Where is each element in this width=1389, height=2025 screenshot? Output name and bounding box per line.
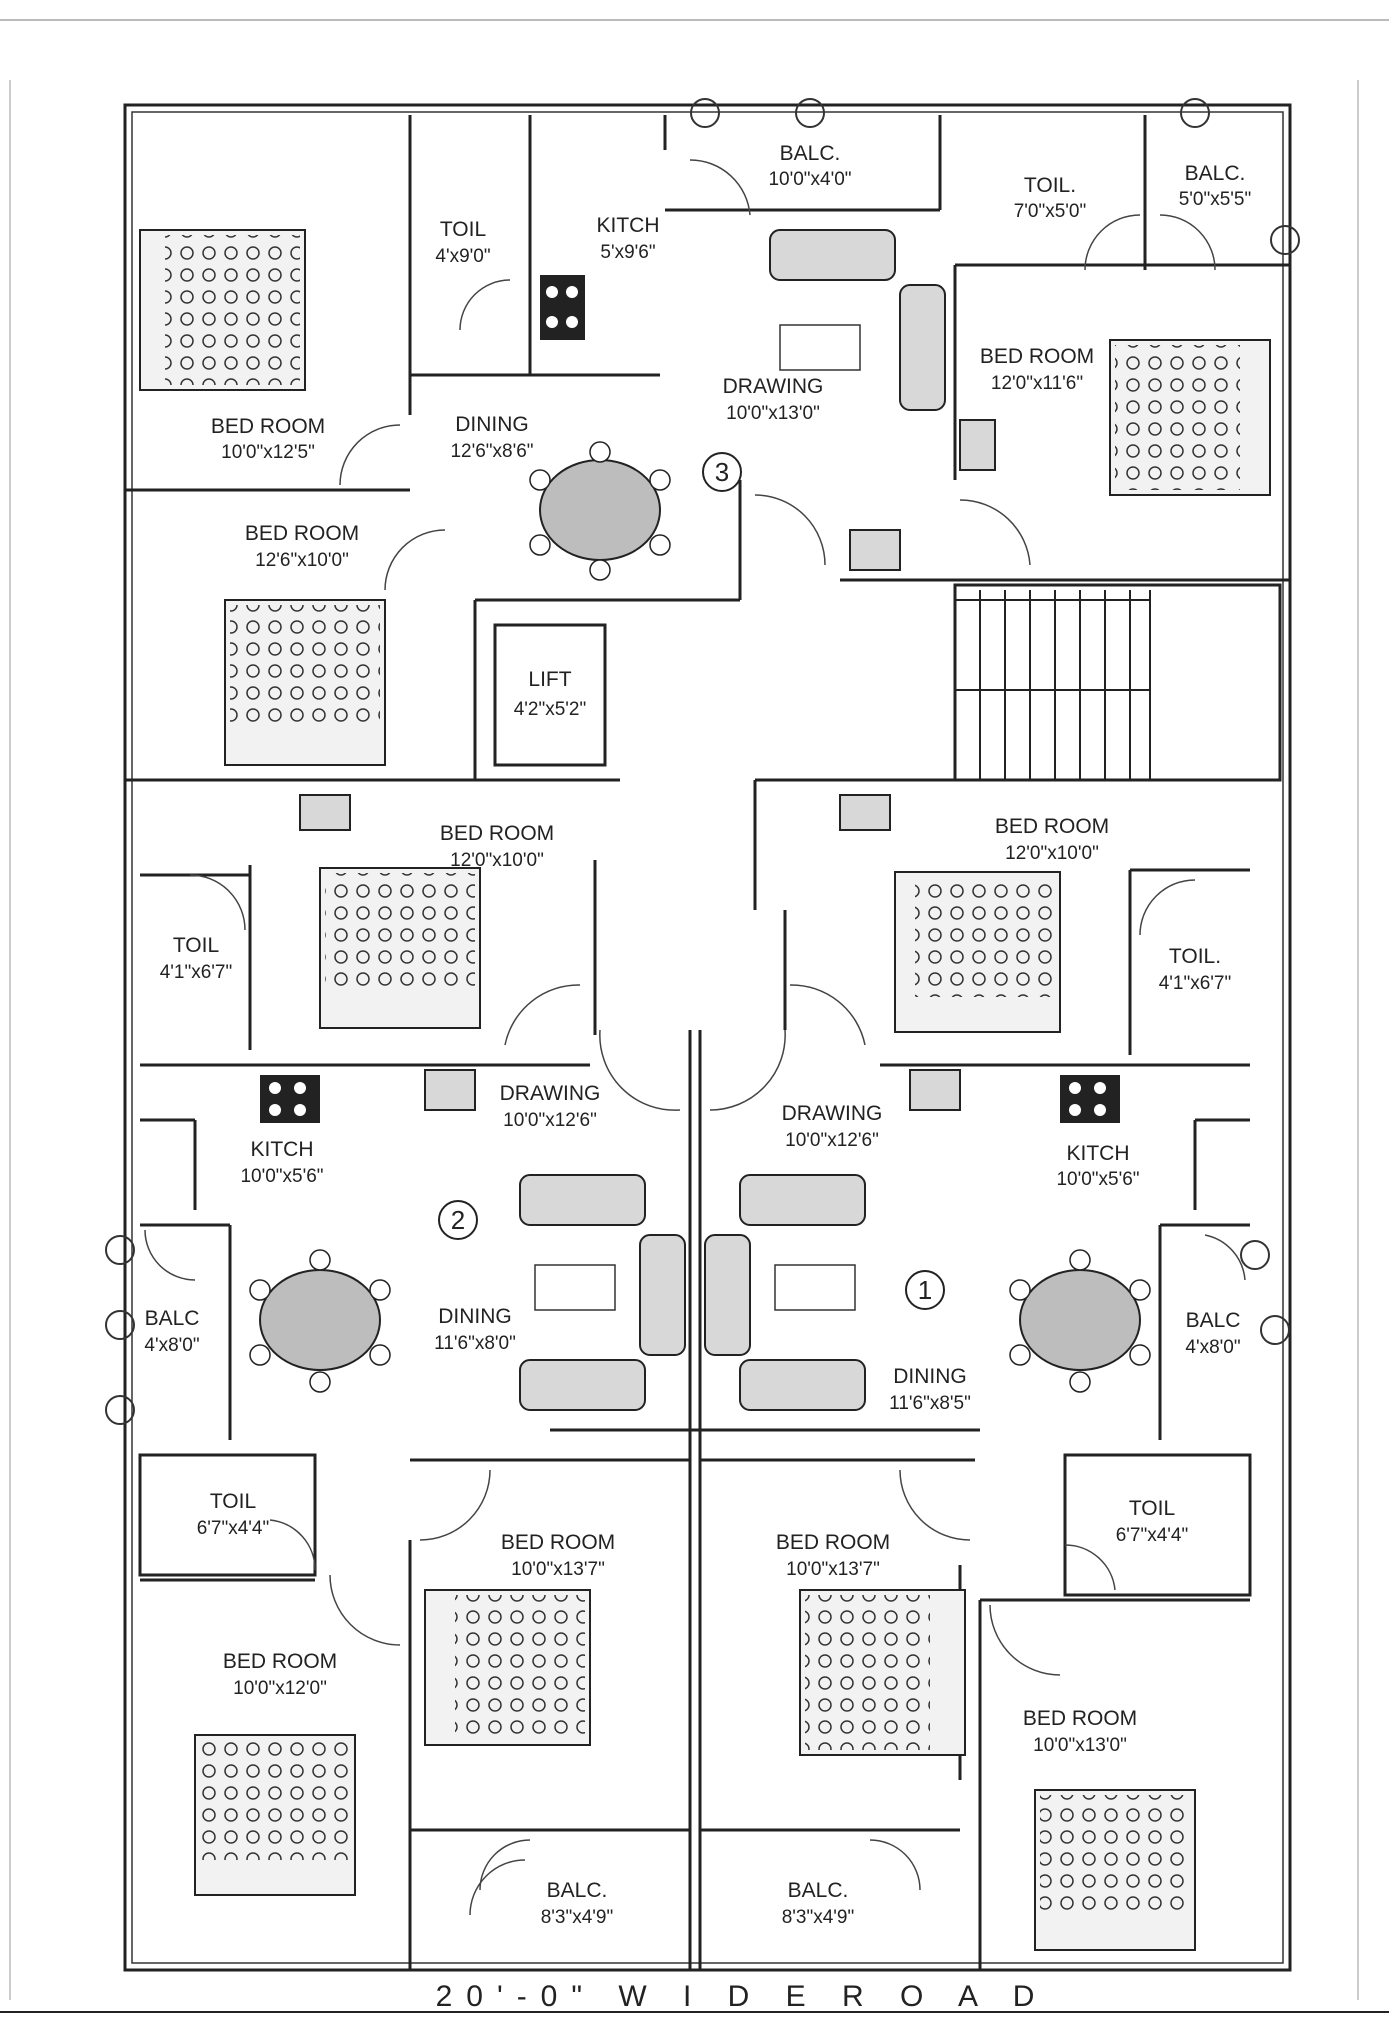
u2-toil-s-name: TOIL: [210, 1490, 256, 1513]
u2-bed-s-name: BED ROOM: [501, 1531, 615, 1554]
u2-dining-name: DINING: [438, 1305, 512, 1328]
u2-bed-sw-name: BED ROOM: [223, 1650, 337, 1673]
u2-toil-name: TOIL: [173, 934, 219, 957]
u3-drawing-dim: 10'0"x13'0": [726, 403, 820, 424]
u3-toil-ne-name: TOIL.: [1024, 174, 1076, 197]
u3-kitch-dim: 5'x9'6": [600, 242, 655, 263]
u1-toil-name: TOIL.: [1169, 945, 1221, 968]
u1-drawing-dim: 10'0"x12'6": [785, 1130, 879, 1151]
u1-toil-dim: 4'1"x6'7": [1159, 973, 1232, 994]
tv-units: [299, 419, 996, 1111]
u2-dining-dim: 11'6"x8'0": [434, 1333, 516, 1354]
door-swings: [144, 159, 1246, 1916]
u1-balc-name: BALC: [1186, 1309, 1241, 1332]
u2-toil-dim: 4'1"x6'7": [160, 962, 233, 983]
u3-dining-name: DINING: [455, 413, 529, 436]
u3-bed-nw-dim: 10'0"x12'5": [221, 442, 315, 463]
u3-kitch-name: KITCH: [597, 214, 660, 237]
u1-drawing-name: DRAWING: [782, 1102, 883, 1125]
u2-bed-s-dim: 10'0"x13'7": [511, 1559, 605, 1580]
bed-u1-se: [1034, 1789, 1196, 1951]
u2-balc-s-name: BALC.: [547, 1879, 608, 1902]
u1-balc-s-dim: 8'3"x4'9": [782, 1907, 855, 1928]
unit-markers: 3 2 1: [438, 452, 945, 1310]
bed-u3-w: [224, 599, 386, 766]
sofas: [519, 229, 946, 1411]
lift-dim: 4'2"x5'2": [514, 699, 587, 720]
u1-bed-se-dim: 10'0"x13'0": [1033, 1735, 1127, 1756]
bed-u2-s: [424, 1589, 591, 1746]
bed-u3-nw: [139, 229, 306, 391]
u2-kitch-dim: 10'0"x5'6": [240, 1166, 323, 1187]
partition-walls: [125, 115, 1290, 1970]
u2-toil-s-dim: 6'7"x4'4": [197, 1518, 270, 1539]
u3-balc-ne-dim: 5'0"x5'5": [1179, 189, 1252, 210]
u3-bed-ne-dim: 12'0"x11'6": [991, 373, 1083, 394]
dining-tables: [249, 441, 1151, 1393]
u1-balc-dim: 4'x8'0": [1185, 1337, 1240, 1358]
u3-toil-ne-dim: 7'0"x5'0": [1014, 201, 1087, 222]
u1-bed-s-dim: 10'0"x13'7": [786, 1559, 880, 1580]
u2-balc-dim: 4'x8'0": [144, 1335, 199, 1356]
u2-drawing-name: DRAWING: [500, 1082, 601, 1105]
u2-bed-dim: 12'0"x10'0": [450, 850, 544, 871]
lift-name: LIFT: [528, 668, 571, 691]
u1-bed-se-name: BED ROOM: [1023, 1707, 1137, 1730]
u2-balc-s-dim: 8'3"x4'9": [541, 1907, 614, 1928]
bed-u1-s: [799, 1589, 966, 1756]
u2-balc-name: BALC: [145, 1307, 200, 1330]
bed-u2-sw: [194, 1734, 356, 1896]
staircase: [955, 590, 1151, 780]
u1-dining-name: DINING: [893, 1365, 967, 1388]
u2-bed-name: BED ROOM: [440, 822, 554, 845]
u1-bed-name: BED ROOM: [995, 815, 1109, 838]
plants: [105, 98, 1300, 1425]
unit-1-number: 1: [918, 1275, 932, 1305]
u1-toil-s-dim: 6'7"x4'4": [1116, 1525, 1189, 1546]
bed-u1: [894, 871, 1061, 1033]
beds: [139, 229, 1271, 1951]
u1-bed-s-name: BED ROOM: [776, 1531, 890, 1554]
u3-dining-dim: 12'6"x8'6": [450, 441, 533, 462]
u2-bed-sw-dim: 10'0"x12'0": [233, 1678, 327, 1699]
u3-balc-ne-name: BALC.: [1185, 162, 1246, 185]
u2-drawing-dim: 10'0"x12'6": [503, 1110, 597, 1131]
u3-balc-n-dim: 10'0"x4'0": [768, 169, 851, 190]
unit-3-number: 3: [715, 457, 729, 487]
u1-kitch-name: KITCH: [1067, 1142, 1130, 1165]
unit-2-number: 2: [451, 1205, 465, 1235]
room-labels: BED ROOM 10'0"x12'5" TOIL 4'x9'0" KITCH …: [144, 142, 1251, 1928]
u3-bed-ne-name: BED ROOM: [980, 345, 1094, 368]
u3-bed-nw-name: BED ROOM: [211, 415, 325, 438]
u3-toil-dim: 4'x9'0": [435, 246, 490, 267]
u2-kitch-name: KITCH: [251, 1138, 314, 1161]
u1-bed-dim: 12'0"x10'0": [1005, 843, 1099, 864]
u3-drawing-name: DRAWING: [723, 375, 824, 398]
u3-bed-w-dim: 12'6"x10'0": [255, 550, 349, 571]
bed-u2: [319, 867, 481, 1029]
u1-kitch-dim: 10'0"x5'6": [1056, 1169, 1139, 1190]
u1-dining-dim: 11'6"x8'5": [889, 1393, 971, 1414]
u3-bed-w-name: BED ROOM: [245, 522, 359, 545]
road-label: 20'-0" W I D E R O A D: [436, 1980, 1049, 2013]
u1-balc-s-name: BALC.: [788, 1879, 849, 1902]
u1-toil-s-name: TOIL: [1129, 1497, 1175, 1520]
u3-toil-name: TOIL: [440, 218, 486, 241]
bed-u3-ne: [1109, 339, 1271, 496]
building-outline: [123, 103, 1292, 1972]
u3-balc-n-name: BALC.: [780, 142, 841, 165]
kitchen-stoves: [260, 275, 1120, 1123]
